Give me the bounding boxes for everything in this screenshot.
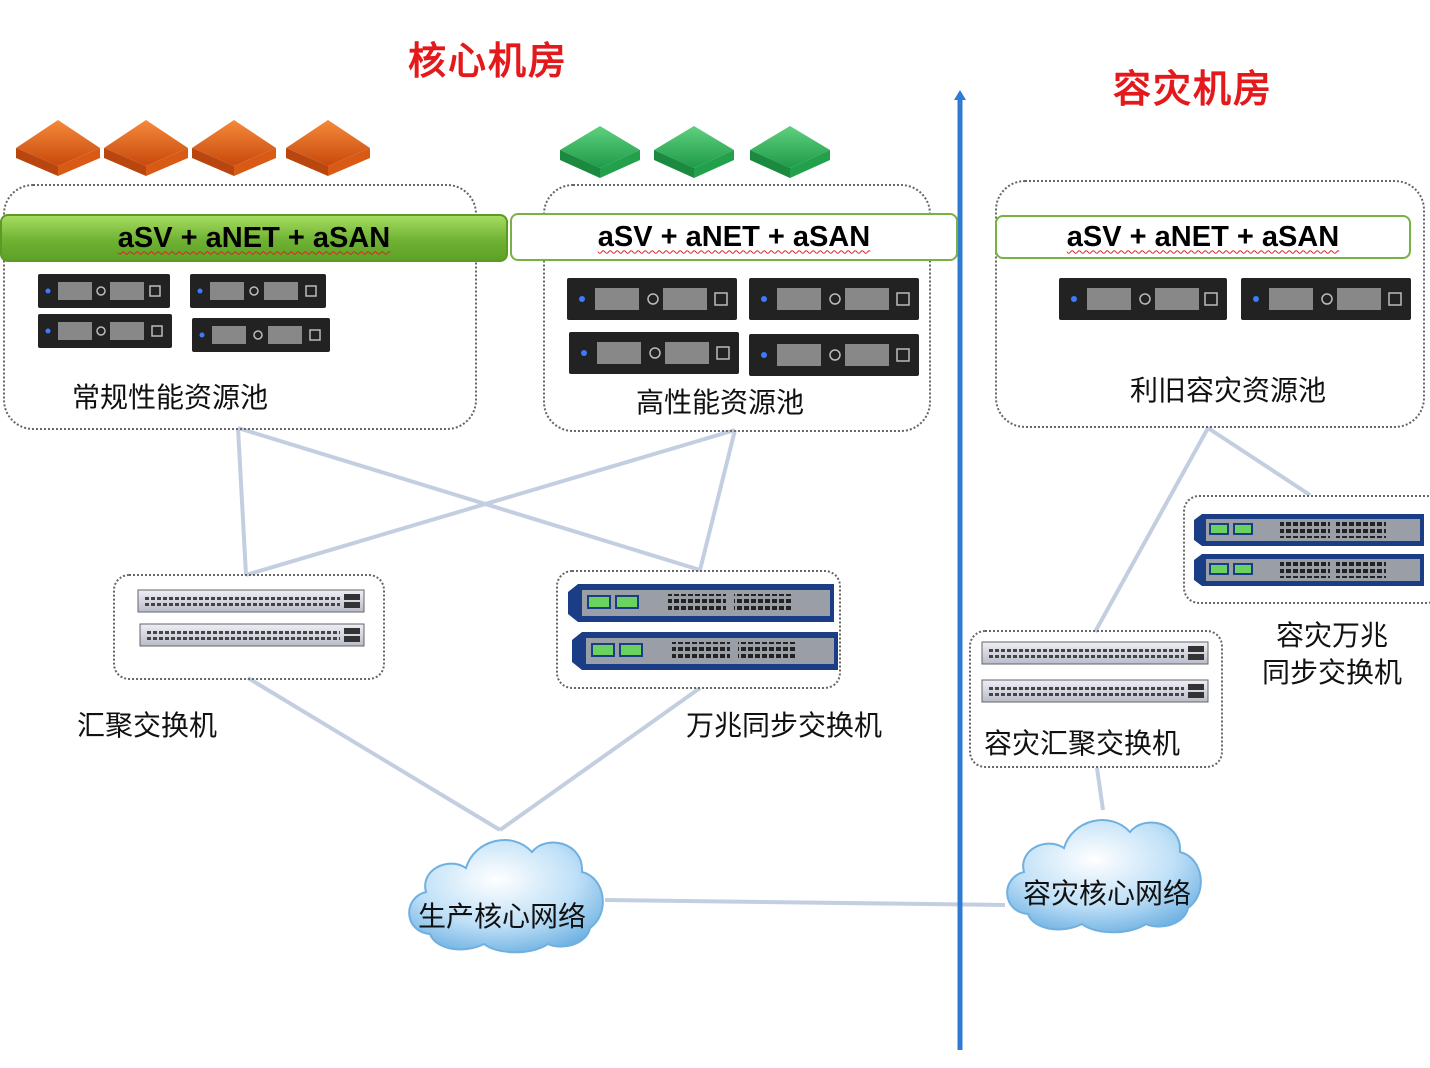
high-pool-servers xyxy=(567,278,919,376)
sync-switch-label: 万兆同步交换机 xyxy=(686,709,883,742)
regular-pool-box xyxy=(3,184,477,430)
regular-pool-band: aSV + aNET + aSAN xyxy=(0,214,508,262)
switch-icon xyxy=(1194,514,1424,546)
core-room-title: 核心机房 xyxy=(408,38,569,83)
sync-switch-box xyxy=(556,570,841,689)
server-icon xyxy=(567,278,737,320)
site-divider xyxy=(954,90,966,1050)
dr-pool-box xyxy=(995,180,1425,428)
cloud-icon xyxy=(408,839,604,954)
aggregation-switch-label: 汇聚交换机 xyxy=(77,709,218,742)
regular-pool-servers xyxy=(38,274,330,352)
high-pool-box xyxy=(543,184,931,432)
dr-sync-switch-label-line2: 同步交换机 xyxy=(1262,656,1403,689)
server-icon xyxy=(190,274,326,308)
link-production-to-dr-core xyxy=(604,898,1006,907)
dr-sync-switch-label-line1: 容灾万兆 xyxy=(1276,619,1389,652)
server-icon xyxy=(38,314,172,348)
aggregation-switch-box xyxy=(113,574,385,680)
high-pool-band: aSV + aNET + aSAN xyxy=(510,213,958,261)
orange-node-icon xyxy=(104,120,188,176)
orange-node-icon xyxy=(286,120,370,176)
aggregation-switches xyxy=(137,589,365,647)
server-icon xyxy=(38,274,170,308)
orange-node-group xyxy=(16,120,370,176)
dr-room-title: 容灾机房 xyxy=(1113,66,1274,111)
server-icon xyxy=(569,332,739,374)
green-node-group xyxy=(560,126,830,178)
green-node-icon xyxy=(654,126,734,178)
high-pool-band-text: aSV + aNET + aSAN xyxy=(597,220,871,253)
dr-aggregation-switch-box xyxy=(969,630,1223,768)
server-icon xyxy=(1059,278,1227,320)
regular-pool-label: 常规性能资源池 xyxy=(72,381,269,414)
switch-icon xyxy=(572,632,838,670)
link-dr-pool-to-dr-sync xyxy=(1206,426,1312,497)
production-core-network-label: 生产核心网络 xyxy=(418,900,587,933)
dr-pool-band-text: aSV + aNET + aSAN xyxy=(1066,220,1340,253)
server-icon xyxy=(192,318,330,352)
link-high-pool-to-sync xyxy=(698,429,737,571)
green-node-icon xyxy=(560,126,640,178)
link-dr-pool-to-dr-aggregation xyxy=(1093,427,1210,633)
server-icon xyxy=(1241,278,1411,320)
link-dr-aggregation-to-dr-core xyxy=(1095,767,1105,811)
dr-aggregation-switches xyxy=(981,641,1209,703)
server-icon xyxy=(749,278,919,320)
dr-pool-servers xyxy=(1059,278,1411,320)
link-high-pool-to-aggregation xyxy=(245,428,736,577)
orange-node-icon xyxy=(16,120,100,176)
green-node-icon xyxy=(750,126,830,178)
switch-icon xyxy=(981,641,1209,665)
dr-pool-label: 利旧容灾资源池 xyxy=(1130,374,1327,407)
switch-icon xyxy=(1194,554,1424,586)
server-icon xyxy=(749,334,919,376)
link-regular-pool-to-sync xyxy=(237,426,701,572)
link-regular-pool-to-aggregation xyxy=(236,427,248,576)
sync-switches xyxy=(568,584,838,670)
high-pool-label: 高性能资源池 xyxy=(636,386,805,419)
link-aggregation-to-production xyxy=(246,676,502,832)
dr-core-network-label: 容灾核心网络 xyxy=(1023,877,1192,910)
regular-pool-band-text: aSV + aNET + aSAN xyxy=(117,221,391,254)
switch-icon xyxy=(137,589,365,613)
switch-icon xyxy=(139,623,365,647)
dr-sync-switches xyxy=(1194,514,1424,586)
dr-aggregation-switch-label: 容灾汇聚交换机 xyxy=(984,727,1181,760)
dr-pool-band: aSV + aNET + aSAN xyxy=(995,215,1411,259)
switch-icon xyxy=(981,679,1209,703)
switch-icon xyxy=(568,584,834,622)
dr-sync-switch-box xyxy=(1183,495,1430,604)
orange-node-icon xyxy=(192,120,276,176)
cloud-icon xyxy=(1006,819,1202,934)
link-sync-to-production xyxy=(498,686,702,832)
